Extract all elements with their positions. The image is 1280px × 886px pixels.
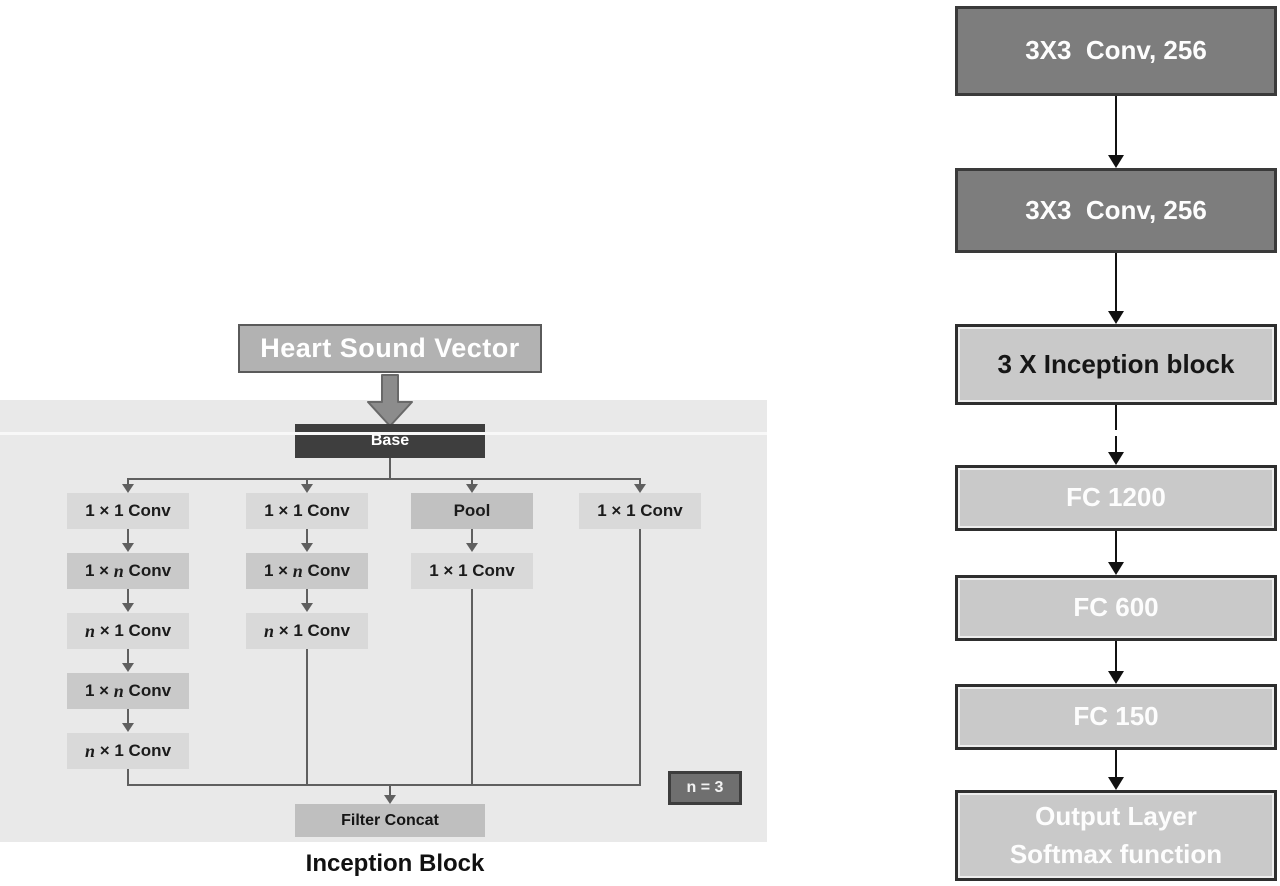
- conv-box-c3-r1: Pool: [411, 493, 533, 529]
- conv-box-c3-r2: 1 × 1 Conv: [411, 553, 533, 589]
- flow-box-4: FC 1200: [955, 465, 1277, 531]
- connector-line: [1115, 531, 1117, 562]
- conv-box-label: 1 × 1 Conv: [597, 501, 683, 520]
- arrowhead-down-icon: [301, 603, 313, 612]
- connector-line: [127, 649, 129, 664]
- conv-box-c4-r1: 1 × 1 Conv: [579, 493, 701, 529]
- conv-box-label: n: [84, 740, 95, 761]
- flow-box-1: 3X3 Conv, 256: [955, 6, 1277, 96]
- connector-line: [1115, 96, 1117, 155]
- arrowhead-down-icon: [384, 795, 396, 804]
- conv-box-label: Conv: [123, 681, 172, 700]
- flow-box-2: 3X3 Conv, 256: [955, 168, 1277, 253]
- arrowhead-down-icon: [122, 603, 134, 612]
- flow-box-label: FC 600: [1073, 592, 1159, 623]
- arrowhead-down-icon: [122, 484, 134, 493]
- connector-line: [306, 649, 308, 784]
- conv-box-label: Conv: [123, 561, 172, 580]
- conv-box-c2-r1: 1 × 1 Conv: [246, 493, 368, 529]
- conv-box-label: n: [84, 620, 95, 641]
- arrowhead-down-icon: [301, 484, 313, 493]
- conv-box-c1-r3: n × 1 Conv: [67, 613, 189, 649]
- flow-box-label: 3X3 Conv, 256: [1025, 35, 1207, 66]
- arrowhead-down-icon: [122, 543, 134, 552]
- connector-line: [127, 709, 129, 724]
- flow-box-label: FC 150: [1073, 701, 1159, 732]
- conv-box-label: Pool: [453, 501, 491, 520]
- connector-line: [389, 786, 391, 795]
- down-arrow-icon: [367, 374, 413, 427]
- flow-box-6: FC 150: [955, 684, 1277, 750]
- arrowhead-down-icon: [466, 543, 478, 552]
- conv-box-label: n: [292, 560, 303, 581]
- n-value-box: n = 3: [668, 771, 742, 805]
- arrowhead-down-icon: [122, 663, 134, 672]
- flow-box-3: 3 X Inception block: [955, 324, 1277, 405]
- connector-line: [639, 529, 641, 784]
- flow-box-5: FC 600: [955, 575, 1277, 641]
- conv-box-c1-r2: 1 × n Conv: [67, 553, 189, 589]
- conv-box-c1-r4: 1 × n Conv: [67, 673, 189, 709]
- conv-box-c2-r3: n × 1 Conv: [246, 613, 368, 649]
- filter-concat-box: Filter Concat: [295, 804, 485, 837]
- connector-line: [306, 529, 308, 544]
- connector-line: [471, 479, 473, 486]
- connector-line: [127, 478, 641, 480]
- arrowhead-down-icon: [1108, 155, 1124, 168]
- flow-box-label: Softmax function: [1009, 838, 1223, 869]
- flow-box-label: FC 1200: [1066, 482, 1166, 513]
- connector-line: [1115, 641, 1117, 671]
- conv-box-label: × 1 Conv: [94, 621, 172, 640]
- conv-box-c2-r2: 1 × n Conv: [246, 553, 368, 589]
- connector-line: [471, 529, 473, 544]
- base-box: Base: [295, 424, 485, 458]
- input-box: Heart Sound Vector: [238, 324, 542, 373]
- arrowhead-down-icon: [1108, 671, 1124, 684]
- conv-box-label: 1 × 1 Conv: [429, 561, 515, 580]
- connector-line: [306, 589, 308, 604]
- connector-line: [1115, 750, 1117, 777]
- connector-line: [127, 784, 641, 786]
- arrowhead-down-icon: [1108, 777, 1124, 790]
- arrowhead-down-icon: [122, 723, 134, 732]
- arrowhead-down-icon: [466, 484, 478, 493]
- arrowhead-down-icon: [1108, 452, 1124, 465]
- conv-box-label: 1 ×: [263, 561, 293, 580]
- connector-line: [127, 529, 129, 544]
- figure-caption: Inception Block: [305, 850, 485, 877]
- conv-box-label: n: [263, 620, 274, 641]
- conv-box-c1-r1: 1 × 1 Conv: [67, 493, 189, 529]
- panel-divider: [0, 432, 767, 435]
- arrowhead-down-icon: [1108, 562, 1124, 575]
- flow-box-label: Output Layer: [1035, 800, 1197, 831]
- connector-line: [306, 479, 308, 486]
- arrowhead-down-icon: [634, 484, 646, 493]
- conv-box-c1-r5: n × 1 Conv: [67, 733, 189, 769]
- conv-box-label: 1 ×: [84, 681, 114, 700]
- connector-line: [639, 479, 641, 486]
- conv-box-label: Conv: [302, 561, 351, 580]
- conv-box-label: n: [113, 680, 124, 701]
- flow-box-label: 3X3 Conv, 256: [1025, 194, 1207, 225]
- conv-box-label: × 1 Conv: [273, 621, 351, 640]
- connector-line: [127, 479, 129, 486]
- connector-line: [389, 458, 391, 479]
- flow-box-label: 3 X Inception block: [997, 348, 1235, 379]
- arrowhead-down-icon: [1108, 311, 1124, 324]
- conv-box-label: 1 × 1 Conv: [264, 501, 350, 520]
- arrowhead-down-icon: [301, 543, 313, 552]
- connector-line: [1115, 253, 1117, 311]
- connector-line: [127, 589, 129, 604]
- conv-box-label: × 1 Conv: [94, 741, 172, 760]
- connector-line: [1115, 436, 1117, 452]
- connector-line: [1115, 405, 1117, 430]
- connector-line: [127, 769, 129, 784]
- connector-line: [471, 589, 473, 784]
- conv-box-label: n: [113, 560, 124, 581]
- conv-box-label: 1 ×: [84, 561, 114, 580]
- conv-box-label: 1 × 1 Conv: [85, 501, 171, 520]
